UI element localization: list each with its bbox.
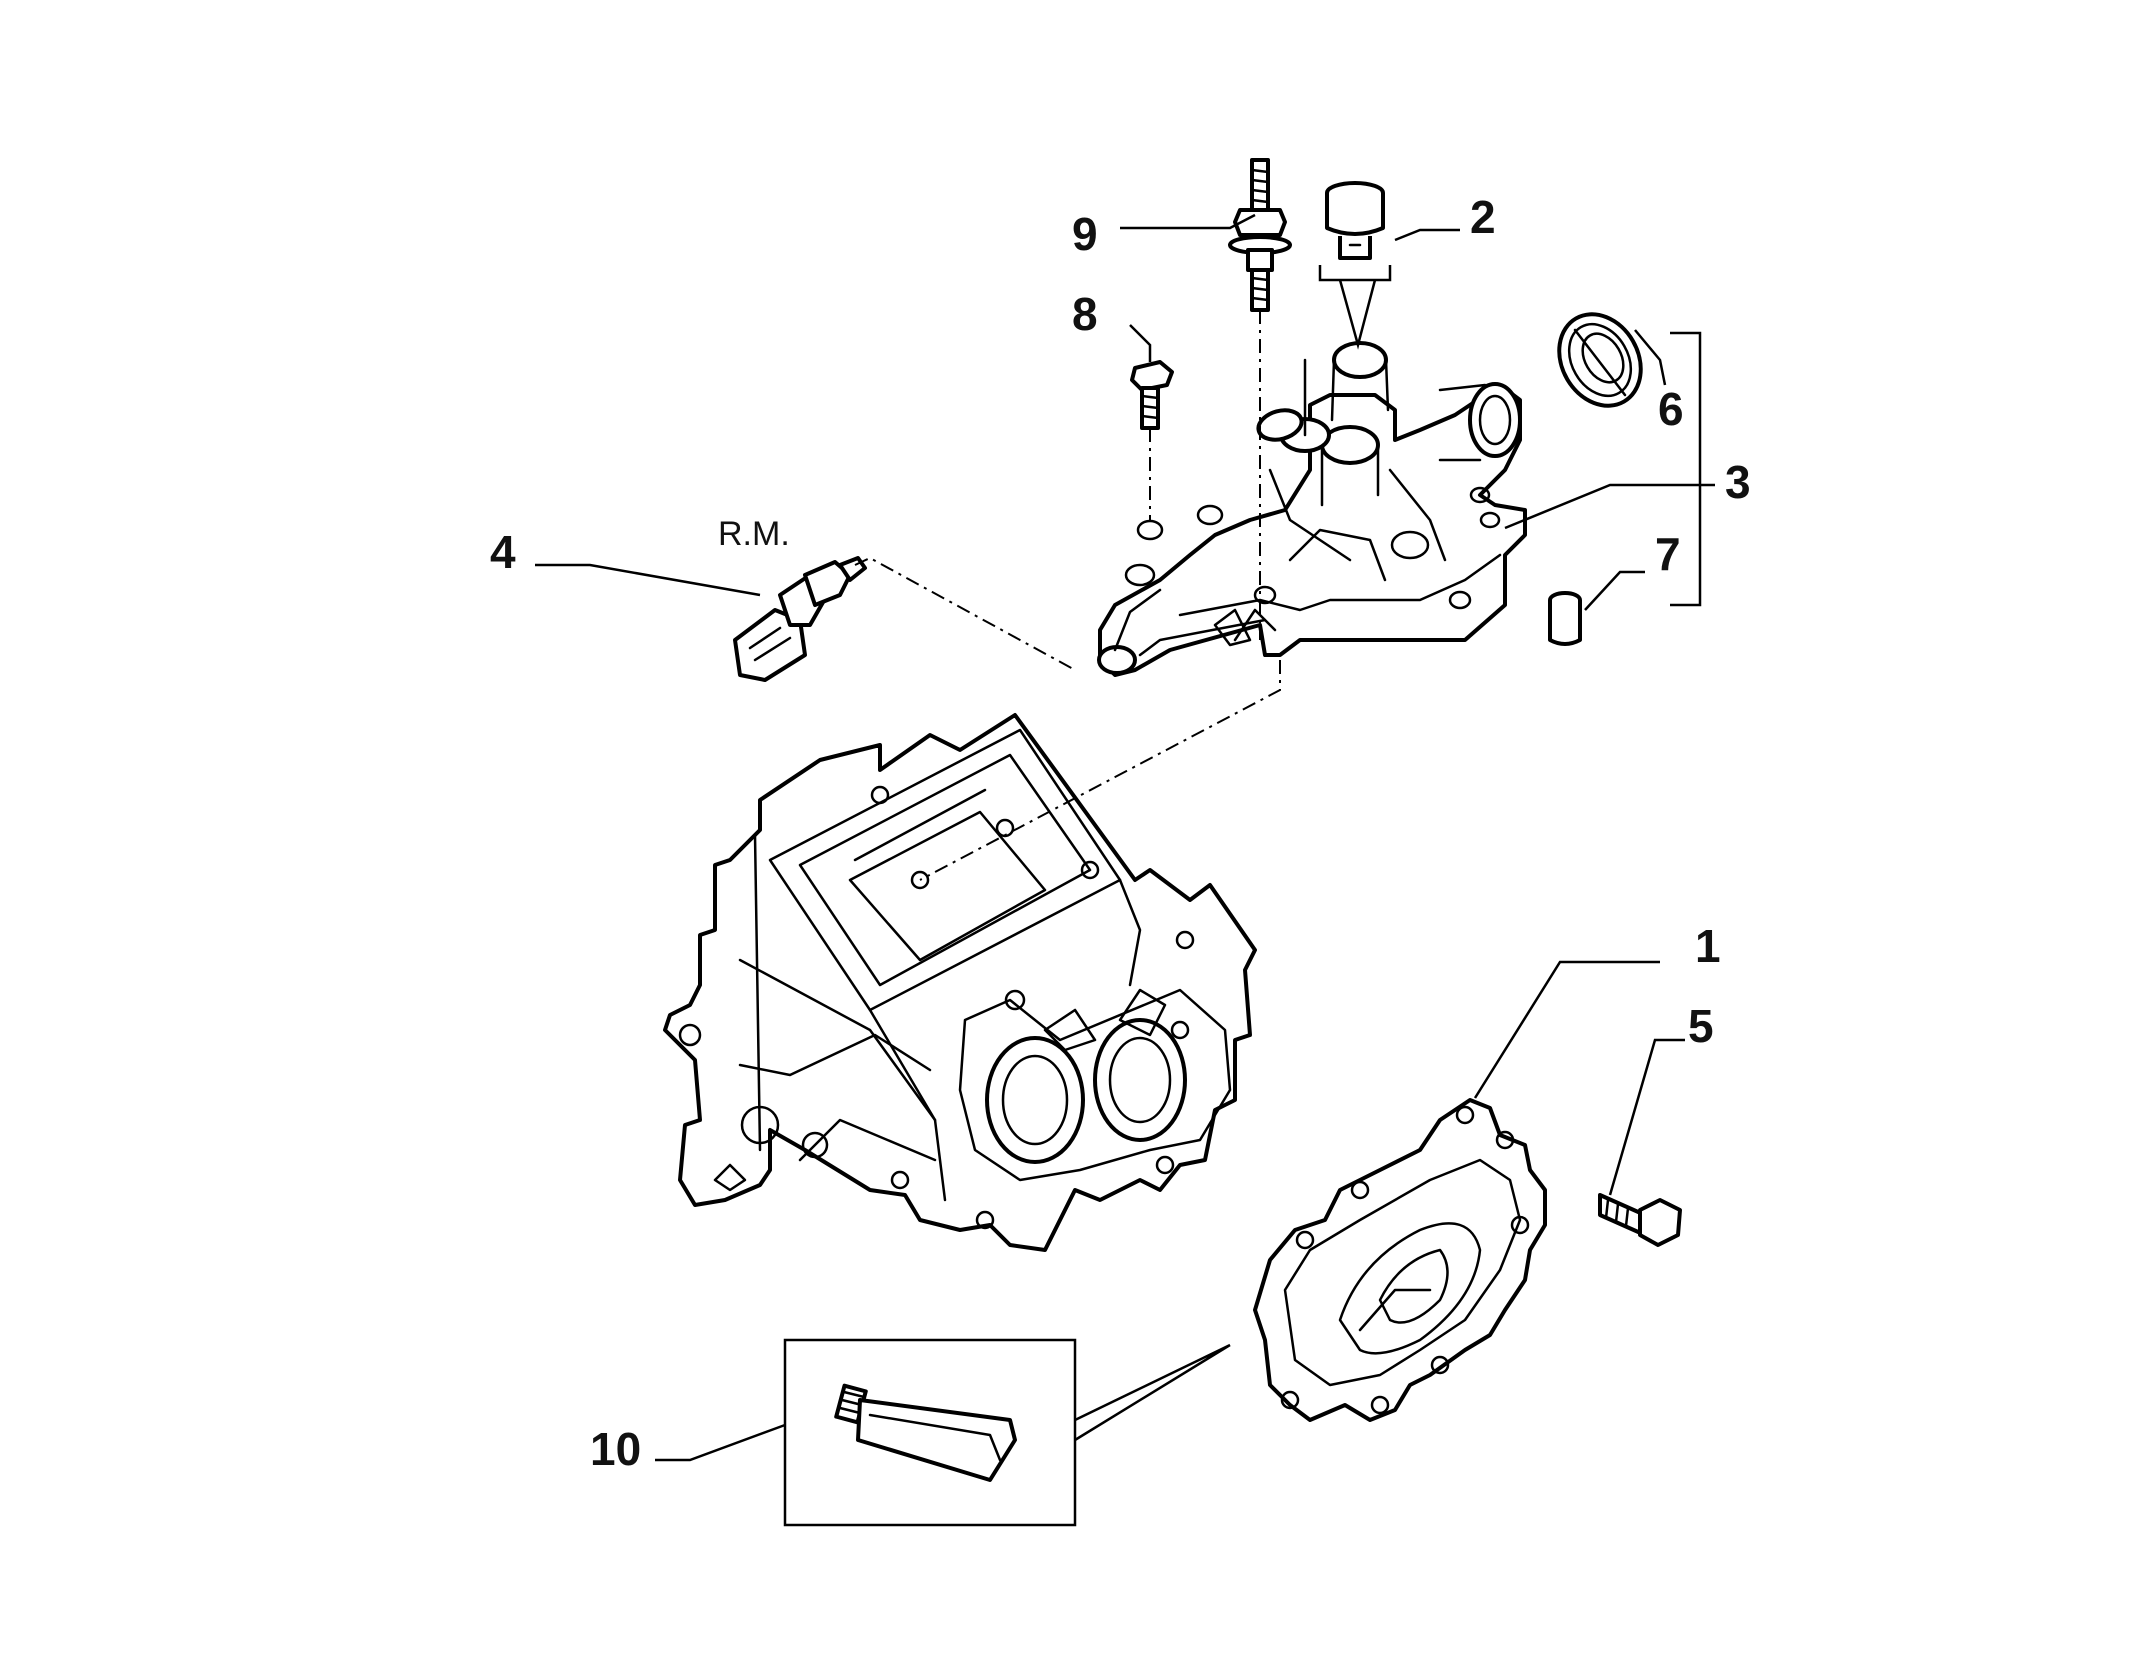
leader-10 bbox=[655, 1423, 786, 1462]
housing-axis-line bbox=[919, 660, 1281, 881]
sealant-tube-icon bbox=[834, 1383, 1017, 1482]
sensor-axis-line bbox=[854, 556, 1076, 671]
callout-7: 7 bbox=[1655, 528, 1681, 580]
leader-2 bbox=[1394, 228, 1460, 242]
leader-9 bbox=[1120, 213, 1256, 230]
bracket-3 bbox=[1670, 331, 1702, 607]
callout-4: 4 bbox=[490, 526, 516, 578]
transmission-case-icon bbox=[663, 713, 1257, 1252]
leader-7 bbox=[1584, 570, 1645, 611]
oil-seal-icon bbox=[1557, 312, 1643, 408]
callout-2: 2 bbox=[1470, 191, 1496, 243]
rm-note: R.M. bbox=[718, 515, 790, 553]
leader-8 bbox=[1129, 324, 1152, 362]
stud-icon bbox=[1228, 158, 1292, 312]
cap-bracket bbox=[1318, 265, 1392, 282]
leader-4 bbox=[535, 563, 761, 597]
callout-8: 8 bbox=[1072, 288, 1098, 340]
callout-9: 9 bbox=[1072, 208, 1098, 260]
sensor-switch-icon bbox=[733, 556, 867, 682]
cap-icon bbox=[1325, 181, 1385, 260]
sealant-box bbox=[783, 1338, 1077, 1527]
leader-1 bbox=[1473, 960, 1660, 1099]
callout-5: 5 bbox=[1688, 1000, 1714, 1052]
sealant-pointer bbox=[1074, 1343, 1231, 1442]
selector-housing-icon bbox=[1097, 341, 1527, 677]
screw-icon bbox=[1130, 360, 1174, 430]
callout-10: 10 bbox=[590, 1423, 641, 1475]
callout-3: 3 bbox=[1725, 456, 1751, 508]
leader-3 bbox=[1504, 483, 1715, 530]
leader-5 bbox=[1608, 1038, 1685, 1196]
callout-6: 6 bbox=[1658, 383, 1684, 435]
gear-cover-icon bbox=[1253, 1098, 1547, 1422]
cap-pointer bbox=[1338, 279, 1377, 350]
leader-6 bbox=[1634, 329, 1667, 386]
bolt-icon bbox=[1598, 1193, 1682, 1247]
bushing-icon bbox=[1548, 591, 1582, 646]
callout-1: 1 bbox=[1695, 920, 1721, 972]
